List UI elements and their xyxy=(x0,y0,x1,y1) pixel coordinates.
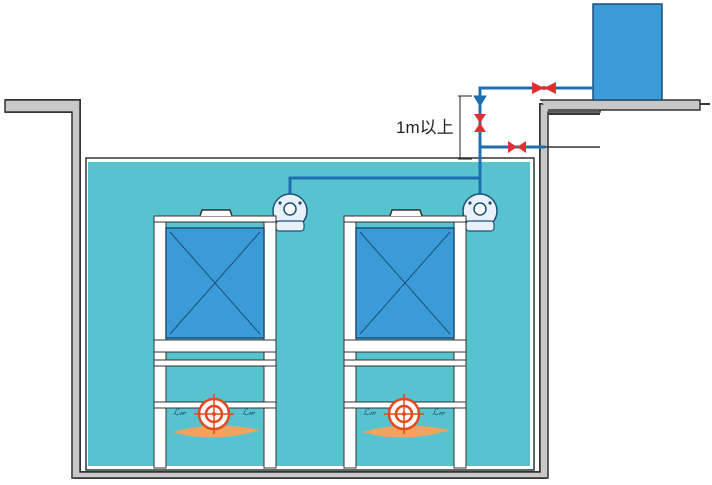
svg-text:ℒ𝓌: ℒ𝓌 xyxy=(363,408,376,418)
height-annotation-label: 1m以上 xyxy=(396,118,454,137)
svg-text:ℒ𝓌: ℒ𝓌 xyxy=(173,408,186,418)
overhead-tank-icon xyxy=(592,3,663,101)
filter-unit-left: ℒ𝓌 ℒ𝓌 xyxy=(153,209,277,469)
circulation-pump-icon xyxy=(462,193,498,232)
svg-text:ℒ𝓌: ℒ𝓌 xyxy=(432,408,445,418)
height-dimension xyxy=(458,95,472,160)
underwater-mixer-icon: ℒ𝓌 ℒ𝓌 xyxy=(172,394,260,438)
filter-cartridge-icon xyxy=(355,227,455,339)
gate-valve-icon xyxy=(532,82,556,94)
svg-text:ℒ𝓌: ℒ𝓌 xyxy=(242,408,255,418)
filter-cartridge-icon xyxy=(165,227,265,339)
filter-unit-right: ℒ𝓌 ℒ𝓌 xyxy=(343,209,467,469)
circulation-pump-icon xyxy=(272,193,308,232)
check-valve-icon xyxy=(473,95,487,132)
gate-valve-icon xyxy=(508,141,526,153)
underwater-mixer-icon: ℒ𝓌 ℒ𝓌 xyxy=(362,394,450,438)
